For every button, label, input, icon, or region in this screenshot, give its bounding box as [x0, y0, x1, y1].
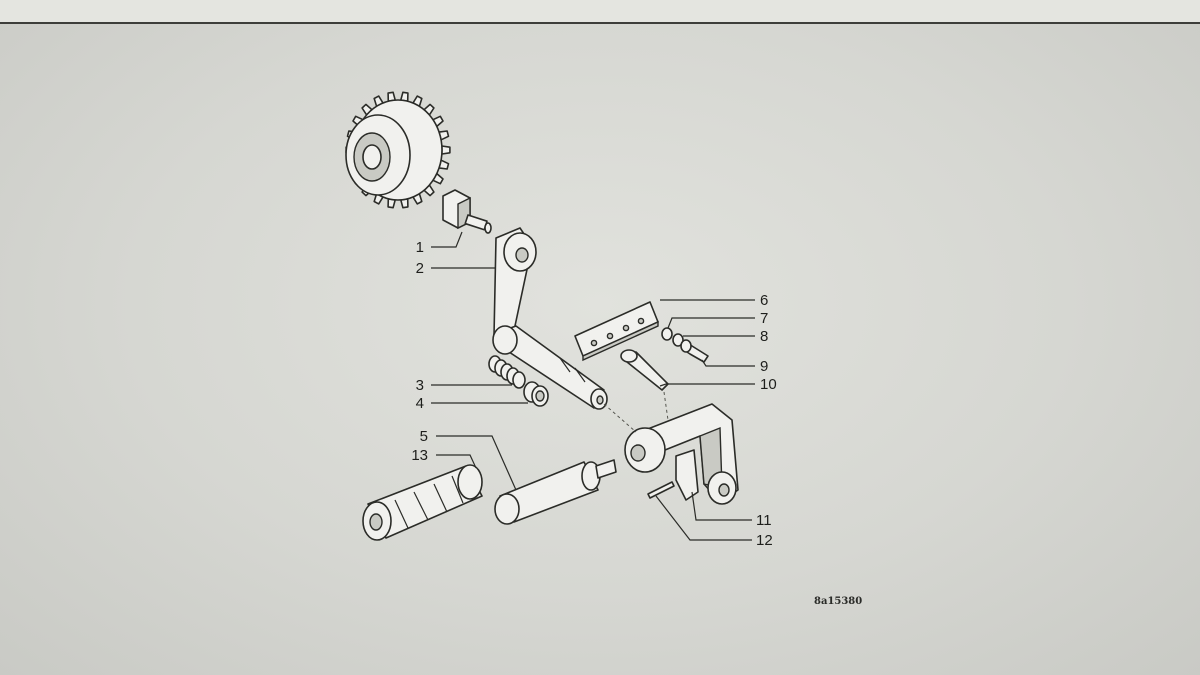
- header-rule: [0, 22, 1200, 24]
- part-8-washer: [672, 333, 684, 347]
- part-5-rod: [494, 459, 617, 525]
- part-3-spring: [488, 355, 526, 389]
- part-2-lever-arm: [492, 227, 608, 410]
- callout-9: 9: [760, 358, 768, 375]
- callout-3: 3: [416, 377, 424, 394]
- callout-5: 5: [420, 428, 428, 445]
- part-7-washer: [661, 327, 673, 341]
- callout-11: 11: [756, 512, 772, 529]
- part-11-bracket: [624, 403, 739, 505]
- drawing-reference-code: 8a15380: [814, 596, 862, 607]
- part-4-retaining-rings: [523, 381, 549, 407]
- callout-labels: 1 2 3 4 5 13 6 7 8 9 10 11 12: [411, 239, 776, 549]
- part-12-roll-pin: [647, 481, 675, 499]
- header-band: [0, 0, 1200, 22]
- part-13-grip-handle: [362, 464, 483, 541]
- callout-7: 7: [760, 310, 768, 327]
- callout-6: 6: [760, 292, 768, 309]
- callout-8: 8: [760, 328, 768, 345]
- callout-13: 13: [411, 447, 428, 464]
- callout-4: 4: [416, 395, 424, 412]
- callout-12: 12: [756, 532, 773, 549]
- part-1-pivot-block: [442, 189, 492, 234]
- callout-leaders: [431, 231, 755, 541]
- part-10-pin: [620, 349, 669, 391]
- callout-2: 2: [416, 260, 424, 277]
- callout-10: 10: [760, 376, 777, 393]
- gear-part: [345, 91, 451, 209]
- gear-tooth: [441, 145, 451, 155]
- part-6-slotted-plate: [574, 301, 659, 362]
- assembly-guide-lines: [603, 391, 669, 433]
- callout-1: 1: [416, 239, 424, 256]
- part-9-bolt: [680, 339, 709, 363]
